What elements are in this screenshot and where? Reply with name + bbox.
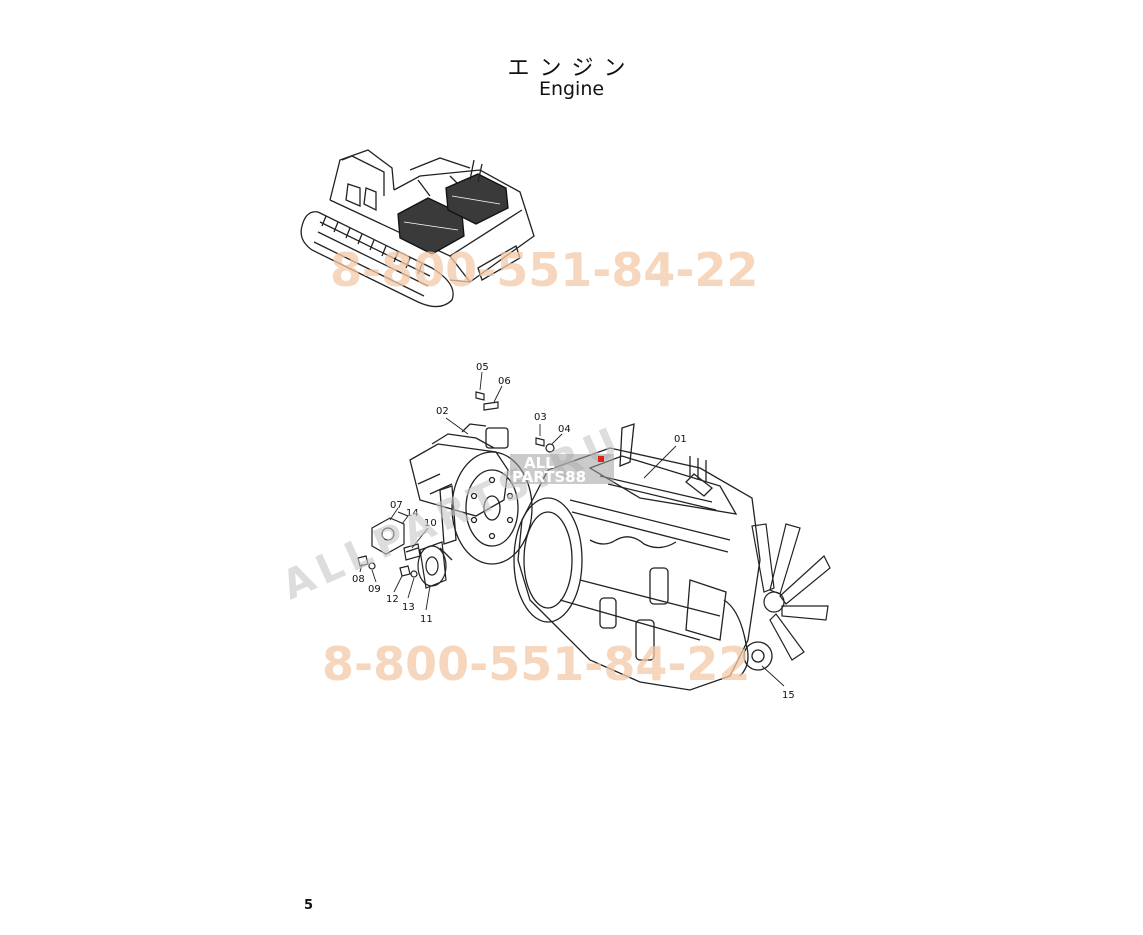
engine-assembly — [513, 423, 831, 691]
callout-09: 09 — [368, 584, 381, 595]
callout-13: 13 — [402, 602, 415, 613]
page-number: 5 — [304, 898, 314, 913]
callout-08: 08 — [352, 574, 365, 585]
callout-04: 04 — [558, 424, 571, 435]
watermark-logo-box — [510, 454, 614, 484]
callout-07: 07 — [390, 500, 403, 511]
pump-coupling — [409, 423, 533, 565]
callout-03: 03 — [534, 412, 547, 423]
small-parts — [357, 391, 555, 589]
excavator-illustration — [300, 149, 535, 308]
callout-05: 05 — [476, 362, 489, 373]
watermark-logo-bottom: PARTS88 — [512, 468, 586, 486]
callout-14: 14 — [406, 508, 419, 519]
callout-10: 10 — [424, 518, 437, 529]
callout-01: 01 — [674, 434, 687, 445]
callout-labels: 05 06 02 03 04 01 07 14 10 08 09 12 13 1… — [352, 362, 795, 701]
callout-15: 15 — [782, 690, 795, 701]
callout-06: 06 — [498, 376, 511, 387]
watermark-phone-bottom: 8-800-551-84-22 — [322, 637, 750, 691]
callout-12: 12 — [386, 594, 399, 605]
watermark-phone-top: 8-800-551-84-22 — [330, 243, 758, 297]
page-title-japanese: エンジン — [507, 56, 636, 81]
page-title-english: Engine — [538, 78, 605, 100]
watermark-logo-top: ALL — [524, 454, 555, 472]
callout-02: 02 — [436, 406, 449, 417]
leader-lines — [359, 371, 785, 687]
callout-11: 11 — [420, 614, 433, 625]
watermark-logo-dot — [598, 456, 604, 462]
